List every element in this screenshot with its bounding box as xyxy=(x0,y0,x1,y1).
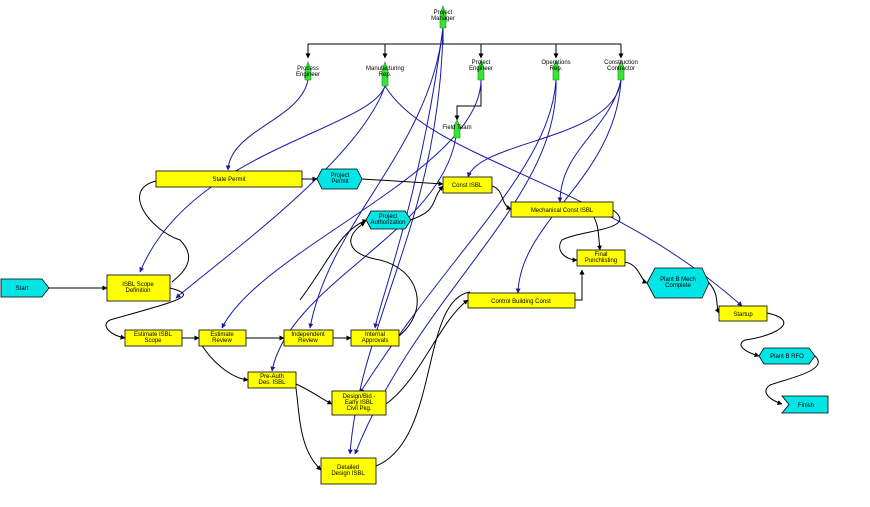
milestone-plant-b-rfo[interactable]: Plant B RFO xyxy=(758,347,816,365)
svg-text:Const ISBL: Const ISBL xyxy=(452,183,483,189)
resource-tree-lines xyxy=(305,28,624,121)
svg-text:State Permit: State Permit xyxy=(212,177,245,183)
resource-label: Field Team xyxy=(442,125,471,131)
svg-text:Finish: Finish xyxy=(798,403,814,409)
svg-text:Start: Start xyxy=(16,286,29,292)
svg-text:Mechanical Const ISBL: Mechanical Const ISBL xyxy=(531,208,594,214)
milestone-finish[interactable]: Finish xyxy=(781,395,829,414)
milestone-start[interactable]: Start xyxy=(0,278,50,298)
assignment-curves xyxy=(139,27,743,455)
resource-field-team[interactable]: Field Team xyxy=(442,119,472,139)
svg-text:Control Building Const: Control Building Const xyxy=(491,299,551,305)
task-startup[interactable]: Startup xyxy=(718,305,768,322)
flow-connectors xyxy=(49,176,819,471)
task-mechanical-const-isbl[interactable]: Mechanical Const ISBL xyxy=(510,201,614,218)
task-state-permit[interactable]: State Permit xyxy=(155,170,303,188)
svg-text:Startup: Startup xyxy=(733,312,753,318)
task-control-building-const[interactable]: Control Building Const xyxy=(467,292,576,309)
svg-text:Plant B RFO: Plant B RFO xyxy=(770,354,804,360)
task-const-isbl[interactable]: Const ISBL xyxy=(442,176,493,194)
